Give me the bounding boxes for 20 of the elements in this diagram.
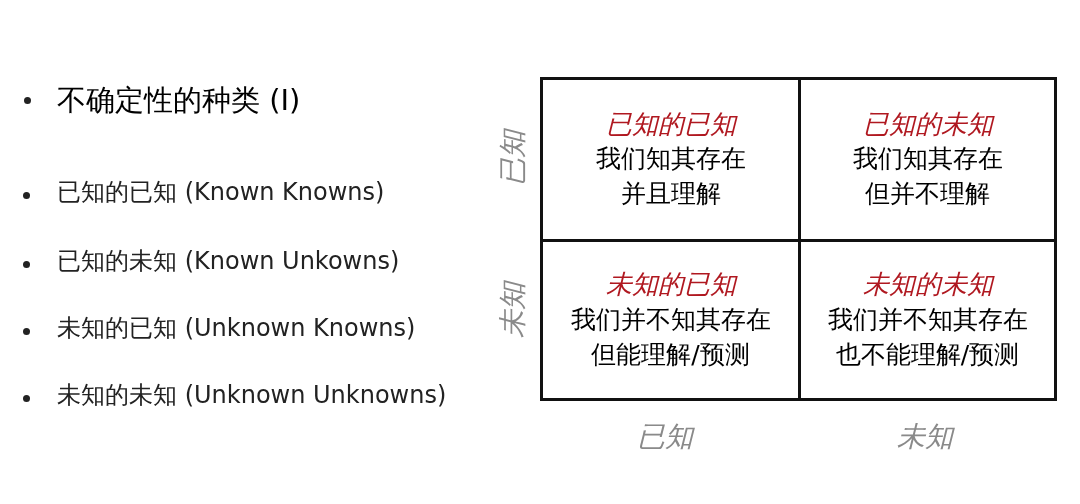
- matrix-cell: [798, 77, 1057, 242]
- slide-title: 不确定性的种类 (I): [57, 83, 301, 118]
- cell-text: 我们知其存在但并不理解: [851, 143, 1004, 211]
- list-item: 未知的已知 (Unknown Knowns): [57, 314, 416, 343]
- matrix-cell: [540, 239, 801, 401]
- cell-heading: 已知的已知: [605, 107, 736, 141]
- axis-label: 未知: [499, 282, 527, 338]
- axis-label: 已知: [637, 423, 693, 451]
- list-item: 未知的未知 (Unknown Unknowns): [57, 381, 447, 410]
- cell-heading: 未知的已知: [605, 268, 736, 302]
- cell-text: 我们并不知其存在但能理解/预测: [569, 303, 772, 371]
- cell-heading: 未知的未知: [862, 268, 993, 302]
- list-item: 已知的已知 (Known Knowns): [57, 178, 385, 207]
- list-item: 已知的未知 (Known Unkowns): [57, 247, 400, 276]
- matrix-cell: [798, 239, 1057, 401]
- cell-text: 我们并不知其存在也不能理解/预测: [826, 303, 1029, 371]
- cell-heading: 已知的未知: [862, 107, 993, 141]
- cell-text: 我们知其存在并且理解: [594, 143, 747, 211]
- axis-label: 已知: [499, 130, 527, 186]
- matrix-cell: [540, 77, 801, 242]
